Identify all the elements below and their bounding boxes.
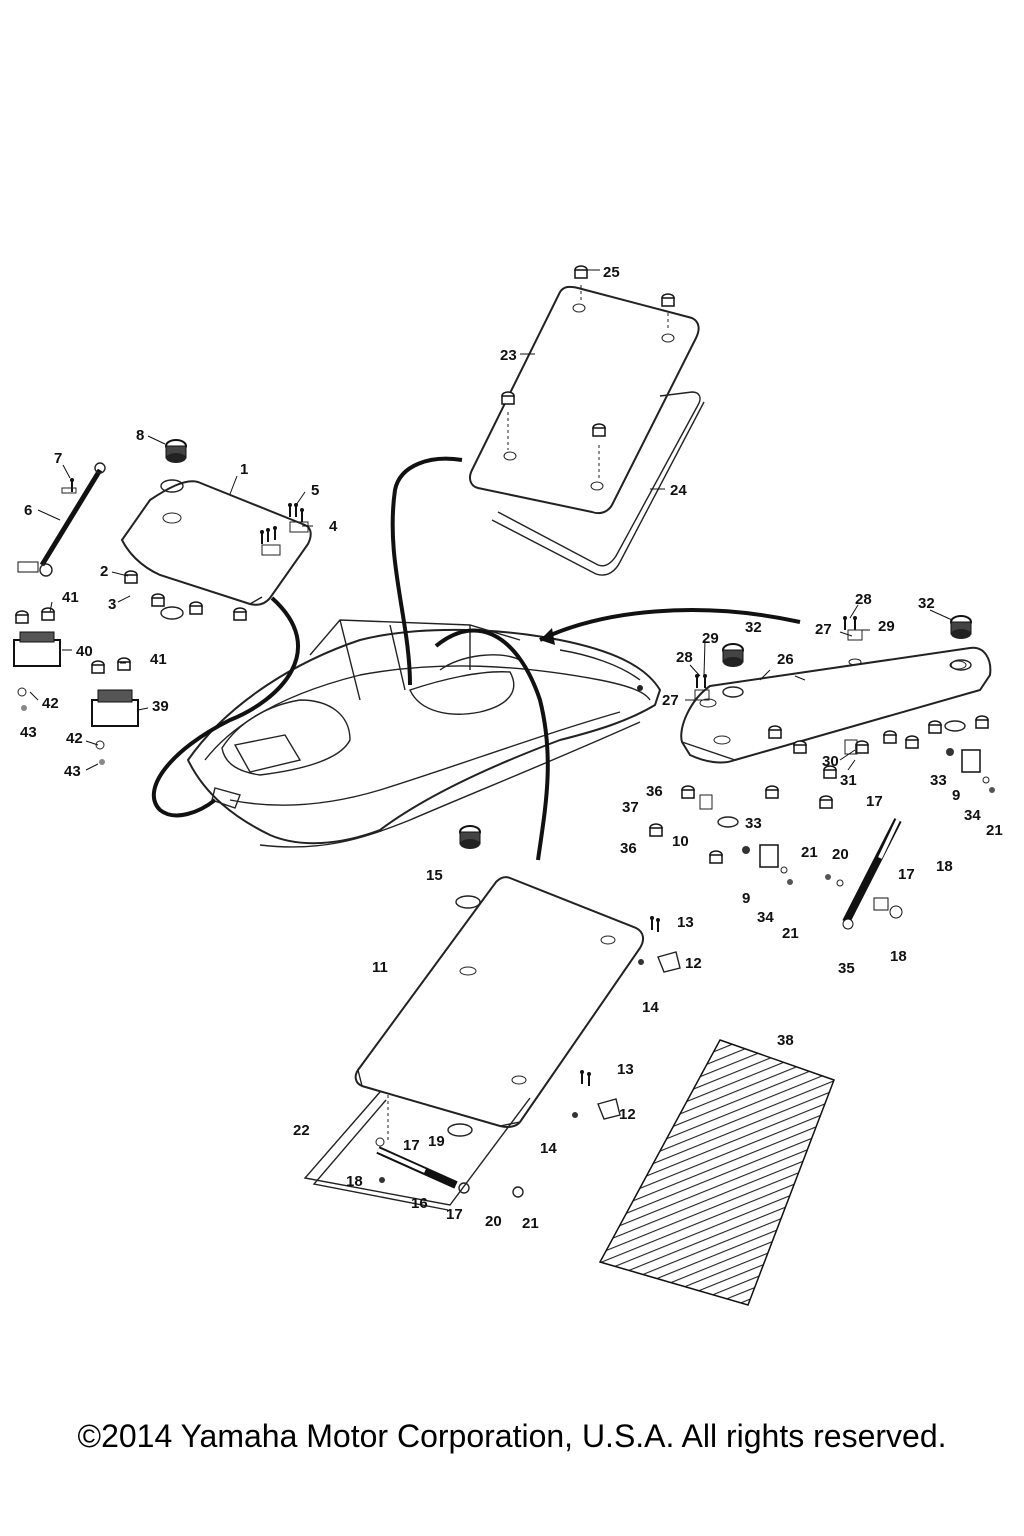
callout-33: 33 bbox=[745, 815, 762, 832]
part-1-lid bbox=[120, 439, 312, 621]
callout-30: 30 bbox=[822, 753, 839, 770]
callout-9: 9 bbox=[742, 890, 750, 907]
callout-18: 18 bbox=[890, 948, 907, 965]
callout-36: 36 bbox=[646, 783, 663, 800]
callout-33: 33 bbox=[930, 772, 947, 789]
callout-28: 28 bbox=[855, 591, 872, 608]
callout-3: 3 bbox=[108, 596, 116, 613]
callout-18: 18 bbox=[936, 858, 953, 875]
callout-16: 16 bbox=[411, 1195, 428, 1212]
callout-labels: 25 23 24 8 7 1 5 6 4 2 3 41 40 41 42 43 … bbox=[20, 264, 1003, 1232]
callout-4: 4 bbox=[329, 518, 338, 535]
part-39-latch bbox=[91, 657, 139, 765]
part-35-strut bbox=[825, 818, 903, 930]
callout-35: 35 bbox=[838, 960, 855, 977]
callout-21: 21 bbox=[986, 822, 1003, 839]
part-26-panel bbox=[649, 615, 992, 864]
boat-illustration bbox=[186, 619, 662, 848]
callout-21: 21 bbox=[782, 925, 799, 942]
callout-13: 13 bbox=[617, 1061, 634, 1078]
callout-1: 1 bbox=[240, 461, 248, 478]
callout-24: 24 bbox=[670, 482, 687, 499]
callout-20: 20 bbox=[832, 846, 849, 863]
callout-42: 42 bbox=[66, 730, 83, 747]
callout-25: 25 bbox=[603, 264, 620, 281]
copyright-notice: ©2014 Yamaha Motor Corporation, U.S.A. A… bbox=[77, 1418, 947, 1454]
callout-32: 32 bbox=[745, 619, 762, 636]
callout-17: 17 bbox=[898, 866, 915, 883]
callout-13: 13 bbox=[677, 914, 694, 931]
callout-41: 41 bbox=[150, 651, 167, 668]
part-16-strut bbox=[375, 1095, 524, 1198]
part-9-hinges bbox=[742, 748, 995, 885]
callout-18: 18 bbox=[346, 1173, 363, 1190]
routing-arrows bbox=[151, 456, 801, 861]
part-25-knobs bbox=[501, 265, 675, 480]
callout-19: 19 bbox=[428, 1133, 445, 1150]
part-11-lid bbox=[303, 825, 645, 1211]
callout-6: 6 bbox=[24, 502, 32, 519]
callout-36: 36 bbox=[620, 840, 637, 857]
callout-21: 21 bbox=[522, 1215, 539, 1232]
callout-39: 39 bbox=[152, 698, 169, 715]
callout-41: 41 bbox=[62, 589, 79, 606]
callout-38: 38 bbox=[777, 1032, 794, 1049]
callout-20: 20 bbox=[485, 1213, 502, 1230]
callout-34: 34 bbox=[964, 807, 981, 824]
callout-32: 32 bbox=[918, 595, 935, 612]
callout-28: 28 bbox=[676, 649, 693, 666]
part-38-mat bbox=[0, 0, 1, 1]
leader-lines bbox=[29, 269, 953, 771]
callout-11: 11 bbox=[372, 959, 388, 976]
part-23-lid bbox=[469, 285, 705, 576]
part-6-strut bbox=[17, 462, 106, 577]
part-12-latches bbox=[572, 915, 681, 1120]
callout-21: 21 bbox=[801, 844, 818, 861]
callout-7: 7 bbox=[54, 450, 62, 467]
callout-2: 2 bbox=[100, 563, 108, 580]
callout-5: 5 bbox=[311, 482, 319, 499]
callout-27: 27 bbox=[662, 692, 679, 709]
callout-12: 12 bbox=[685, 955, 702, 972]
callout-31: 31 bbox=[840, 772, 857, 789]
callout-26: 26 bbox=[777, 651, 794, 668]
callout-29: 29 bbox=[878, 618, 895, 635]
callout-9: 9 bbox=[952, 787, 960, 804]
callout-27: 27 bbox=[815, 621, 832, 638]
callout-43: 43 bbox=[64, 763, 81, 780]
callout-17: 17 bbox=[866, 793, 883, 810]
callout-42: 42 bbox=[42, 695, 59, 712]
part-40-latch bbox=[13, 607, 61, 711]
callout-43: 43 bbox=[20, 724, 37, 741]
callout-23: 23 bbox=[500, 347, 517, 364]
callout-10: 10 bbox=[672, 833, 689, 850]
callout-15: 15 bbox=[426, 867, 443, 884]
callout-12: 12 bbox=[619, 1106, 636, 1123]
callout-8: 8 bbox=[136, 427, 144, 444]
callout-34: 34 bbox=[757, 909, 774, 926]
callout-14: 14 bbox=[540, 1140, 557, 1157]
part-38-mat-shape bbox=[598, 1039, 835, 1306]
callout-29: 29 bbox=[702, 630, 719, 647]
callout-37: 37 bbox=[622, 799, 639, 816]
callout-22: 22 bbox=[293, 1122, 310, 1139]
callout-40: 40 bbox=[76, 643, 93, 660]
callout-17: 17 bbox=[403, 1137, 420, 1154]
callout-14: 14 bbox=[642, 999, 659, 1016]
callout-17: 17 bbox=[446, 1206, 463, 1223]
